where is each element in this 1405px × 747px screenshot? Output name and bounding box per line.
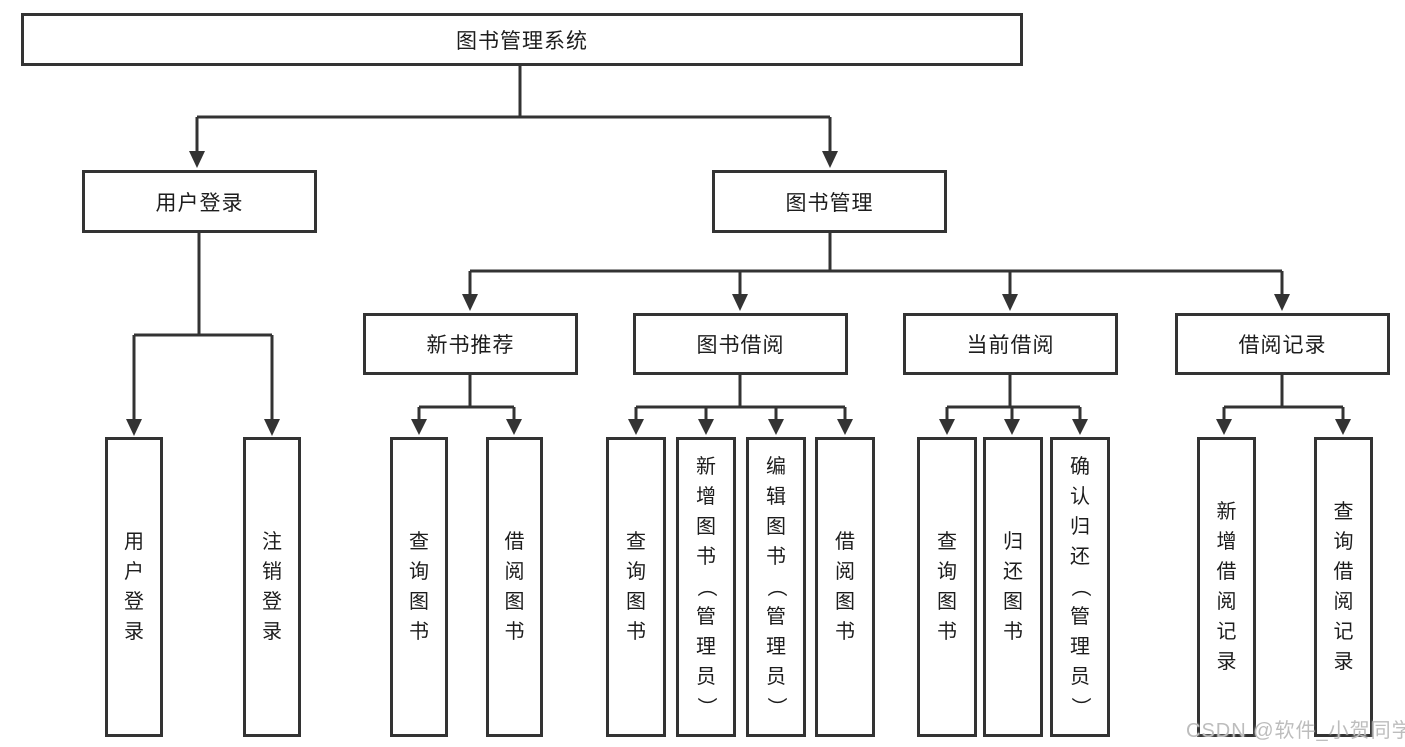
connector-book-mgmt — [468, 233, 1284, 295]
arrowhead — [698, 419, 714, 435]
leaf-query-books-borrow: 查询图书 — [606, 437, 666, 737]
connector-current-borrow — [945, 375, 1082, 420]
node-borrowing-records-label: 借阅记录 — [1238, 334, 1327, 357]
leaf-borrow-books-recommend: 借阅图书 — [486, 437, 543, 737]
arrowhead — [1002, 294, 1018, 311]
leaf-add-borrow-record: 新增借阅记录 — [1197, 437, 1256, 737]
arrowhead — [1274, 294, 1290, 311]
arrowhead — [264, 419, 280, 436]
arrowhead — [462, 294, 478, 311]
leaf-query-books-current: 查询图书 — [917, 437, 977, 737]
leaf-return-books-label: 归还图书 — [1003, 531, 1023, 643]
leaf-confirm-return-admin: 确认归还（管理员） — [1050, 437, 1110, 737]
leaf-return-books: 归还图书 — [983, 437, 1043, 737]
leaf-query-books-recommend-label: 查询图书 — [409, 531, 429, 643]
leaf-logout-label: 注销登录 — [262, 531, 282, 643]
node-user-login: 用户登录 — [82, 170, 317, 233]
node-current-borrowing-label: 当前借阅 — [966, 334, 1055, 357]
node-book-management: 图书管理 — [712, 170, 947, 233]
leaf-edit-books-admin: 编辑图书（管理员） — [746, 437, 806, 737]
node-borrowing-records: 借阅记录 — [1175, 313, 1390, 375]
arrowhead — [411, 419, 427, 435]
node-library-system: 图书管理系统 — [21, 13, 1023, 66]
node-book-management-label: 图书管理 — [785, 191, 874, 215]
arrowhead — [1216, 419, 1232, 435]
leaf-borrow-books: 借阅图书 — [815, 437, 875, 737]
leaf-borrow-books-recommend-label: 借阅图书 — [504, 531, 525, 643]
leaf-query-borrow-record-label: 查询借阅记录 — [1333, 501, 1354, 673]
leaf-add-borrow-record-label: 新增借阅记录 — [1216, 501, 1237, 673]
leaf-logout: 注销登录 — [243, 437, 301, 737]
node-book-borrowing: 图书借阅 — [633, 313, 848, 375]
leaf-confirm-return-admin-label: 确认归还（管理员） — [1069, 456, 1091, 717]
connector-new-books — [417, 375, 516, 420]
leaf-edit-books-admin-label: 编辑图书（管理员） — [765, 456, 787, 717]
arrowhead — [732, 294, 748, 311]
arrowhead — [189, 151, 205, 168]
leaf-query-books-borrow-label: 查询图书 — [626, 531, 646, 643]
leaf-query-books-recommend: 查询图书 — [390, 437, 448, 737]
node-book-borrowing-label: 图书借阅 — [696, 334, 785, 357]
leaf-user-login: 用户登录 — [105, 437, 163, 737]
leaf-add-books-admin-label: 新增图书（管理员） — [695, 456, 717, 717]
node-user-login-label: 用户登录 — [155, 191, 244, 215]
arrowhead — [768, 419, 784, 435]
node-current-borrowing: 当前借阅 — [903, 313, 1118, 375]
node-new-book-recommend: 新书推荐 — [363, 313, 578, 375]
leaf-borrow-books-label: 借阅图书 — [835, 531, 855, 643]
connector-root — [195, 66, 832, 152]
connector-book-borrow — [634, 375, 847, 420]
arrowhead — [126, 419, 142, 436]
arrowhead — [837, 419, 853, 435]
node-new-book-recommend-label: 新书推荐 — [426, 334, 515, 357]
node-library-system-label: 图书管理系统 — [456, 29, 588, 53]
arrowhead — [1335, 419, 1351, 435]
arrowhead — [1004, 419, 1020, 435]
connector-borrow-records — [1222, 375, 1345, 420]
leaf-user-login-label: 用户登录 — [124, 531, 144, 643]
leaf-add-books-admin: 新增图书（管理员） — [676, 437, 736, 737]
leaf-query-borrow-record: 查询借阅记录 — [1314, 437, 1373, 737]
connector-user-login — [132, 233, 274, 420]
csdn-watermark: CSDN @软件_小贺同学 — [1186, 720, 1405, 742]
arrowhead — [939, 419, 955, 435]
leaf-query-books-current-label: 查询图书 — [937, 531, 957, 643]
arrowhead — [628, 419, 644, 435]
arrowhead — [506, 419, 522, 435]
arrowhead — [822, 151, 838, 168]
arrowhead — [1072, 419, 1088, 435]
